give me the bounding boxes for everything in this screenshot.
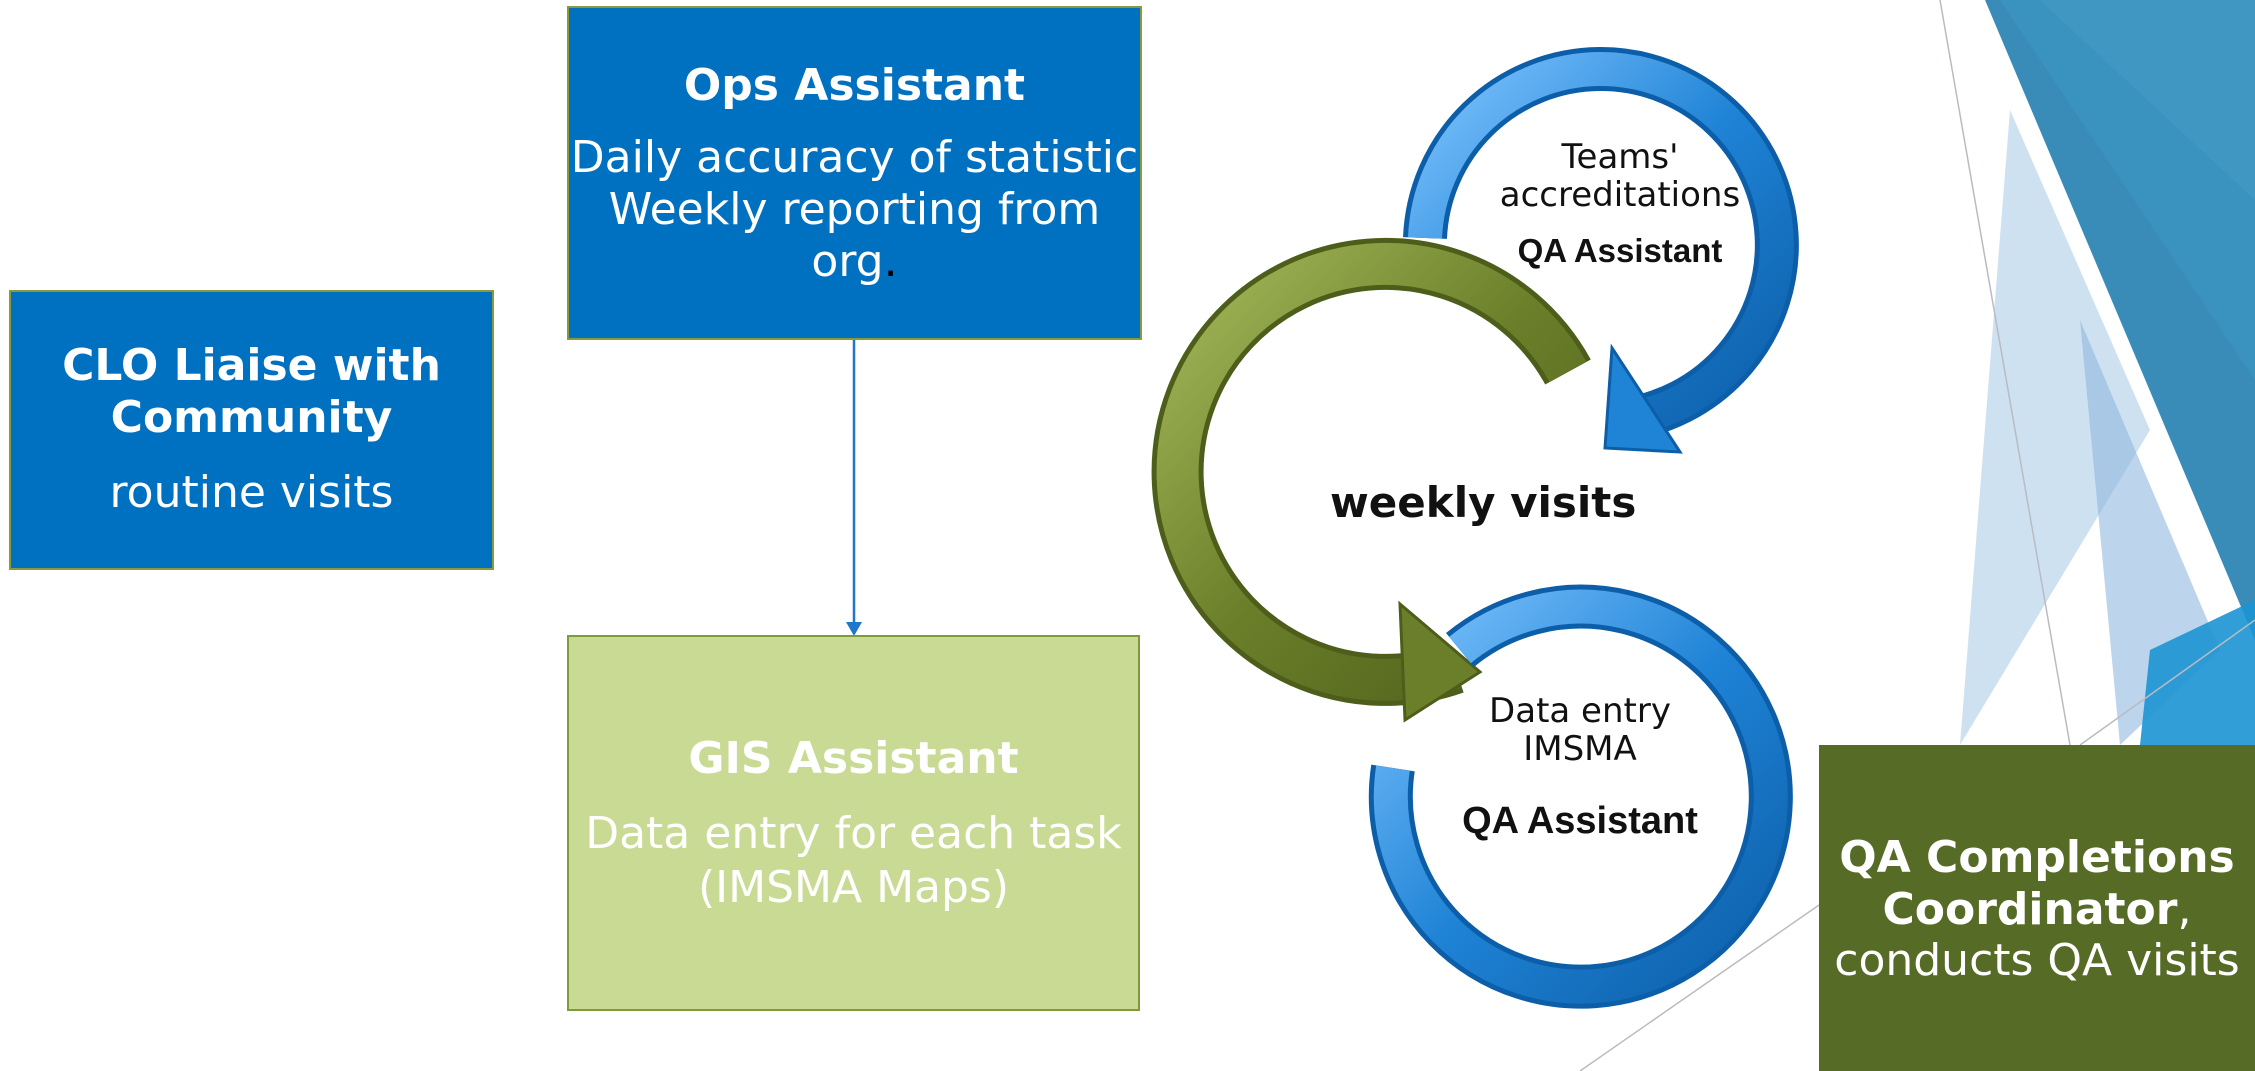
cycle-top-line-2: accreditations — [1499, 175, 1741, 215]
connector-arrow — [846, 340, 862, 636]
circular-arrow-middle-icon — [1151, 237, 1591, 723]
clo-box: CLO Liaise with Community routine visits — [9, 290, 494, 570]
ops-line-3-period: . — [883, 236, 898, 287]
qa-title-line-2: Coordinator — [1882, 884, 2178, 935]
ops-line-3-text: org — [811, 236, 884, 287]
gis-assistant-box: GIS Assistant Data entry for each task (… — [567, 635, 1140, 1011]
cycle-middle-label: weekly visits — [1330, 478, 1637, 527]
clo-title: CLO Liaise with Community — [11, 340, 492, 444]
qa-coordinator-title: QA Completions Coordinator, — [1819, 832, 2255, 936]
cycle-bottom-role: QA Assistant — [1462, 800, 1698, 842]
cycle-bottom-line-2: IMSMA — [1523, 729, 1637, 769]
gis-assistant-duties: Data entry for each task (IMSMA Maps) — [569, 807, 1138, 915]
cycle-top-label: Teams' accreditations — [1480, 138, 1760, 214]
qa-title-comma: , — [2177, 884, 2192, 935]
decor-triangles — [1960, 0, 2255, 745]
circular-ring-bottom-icon — [1368, 584, 1793, 1009]
cycle-top-line-1: Teams' — [1561, 137, 1679, 177]
qa-coordinator-duty: conducts QA visits — [1834, 935, 2240, 986]
qa-title-line-2-wrap: Coordinator, — [1819, 884, 2255, 936]
gis-line-1: Data entry for each task — [585, 808, 1122, 859]
cycle-top-role: QA Assistant — [1517, 232, 1723, 269]
ops-line-1: Daily accuracy of statistic — [570, 132, 1139, 183]
gis-assistant-title: GIS Assistant — [688, 733, 1019, 784]
qa-coordinator-box: QA Completions Coordinator, conducts QA … — [1819, 745, 2255, 1071]
ops-line-2: Weekly reporting from — [608, 184, 1101, 235]
ops-assistant-title: Ops Assistant — [683, 60, 1026, 111]
ops-assistant-box: Ops Assistant Daily accuracy of statisti… — [567, 6, 1142, 340]
cycle-bottom-line-1: Data entry — [1489, 691, 1671, 731]
cycle-bottom-label: Data entry IMSMA — [1440, 692, 1720, 768]
clo-title-line-1: CLO Liaise with — [62, 340, 441, 391]
circular-arrow-top-icon — [1403, 47, 1799, 454]
ops-line-3: org. — [569, 236, 1140, 288]
qa-title-line-1: QA Completions — [1839, 832, 2235, 883]
decor-lines — [1579, 0, 2255, 1071]
gis-line-2: (IMSMA Maps) — [697, 862, 1010, 913]
clo-title-line-2: Community — [110, 392, 393, 443]
ops-assistant-duties: Daily accuracy of statistic Weekly repor… — [569, 132, 1140, 288]
clo-subtitle: routine visits — [109, 467, 394, 518]
